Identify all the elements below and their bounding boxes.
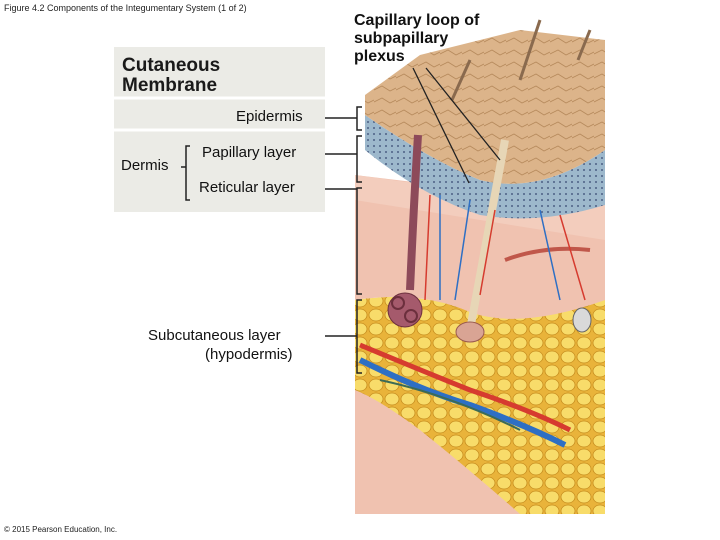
artery: [359, 342, 572, 433]
gland-coil: [404, 309, 418, 323]
papillary-layer-label: Papillary layer: [202, 144, 297, 161]
subcutaneous-layer-label: Subcutaneous layer: [148, 327, 281, 344]
epidermis-bracket: [356, 106, 362, 131]
lamellar-corpuscle: [572, 307, 592, 333]
reticular-bracket: [356, 187, 362, 295]
arrector-pili: [504, 246, 591, 262]
small-vessels: [439, 195, 561, 301]
epidermis-stipple: [365, 115, 605, 219]
dermis-bracket: [185, 145, 190, 201]
panel-title: Cutaneous Membrane: [122, 56, 220, 96]
small-vessels: [424, 194, 586, 301]
copyright-notice: © 2015 Pearson Education, Inc.: [4, 525, 118, 534]
capillary-loop-label: Capillary loop of subpapillary plexus: [354, 12, 524, 66]
hypodermis-label: (hypodermis): [205, 346, 293, 363]
reticular-layer-label: Reticular layer: [199, 179, 295, 196]
hair-bulb: [455, 321, 485, 343]
gland-coil: [391, 296, 405, 310]
capillary-leader: [412, 67, 470, 184]
vein: [358, 357, 567, 448]
panel-title-line-1: Cutaneous: [122, 55, 221, 76]
epidermis-label: Epidermis: [236, 108, 303, 125]
sweat-duct: [406, 134, 422, 291]
hair: [518, 19, 542, 81]
capillary-leader: [425, 67, 501, 161]
sweat-gland: [387, 292, 423, 328]
figure-caption: Figure 4.2 Components of the Integumenta…: [4, 3, 247, 13]
skin-surface: [365, 30, 605, 184]
capillary-label-line-2: subpapillary: [354, 30, 449, 47]
panel-title-line-2: Membrane: [122, 75, 218, 96]
nerve: [379, 379, 521, 431]
papillary-bracket: [356, 135, 362, 183]
hair-follicle: [466, 139, 509, 331]
hair: [450, 59, 472, 101]
capillary-label-line-1: Capillary loop of: [354, 12, 480, 29]
dermis-label: Dermis: [121, 157, 169, 174]
capillary-label-line-3: plexus: [354, 48, 405, 65]
hair: [576, 29, 592, 61]
